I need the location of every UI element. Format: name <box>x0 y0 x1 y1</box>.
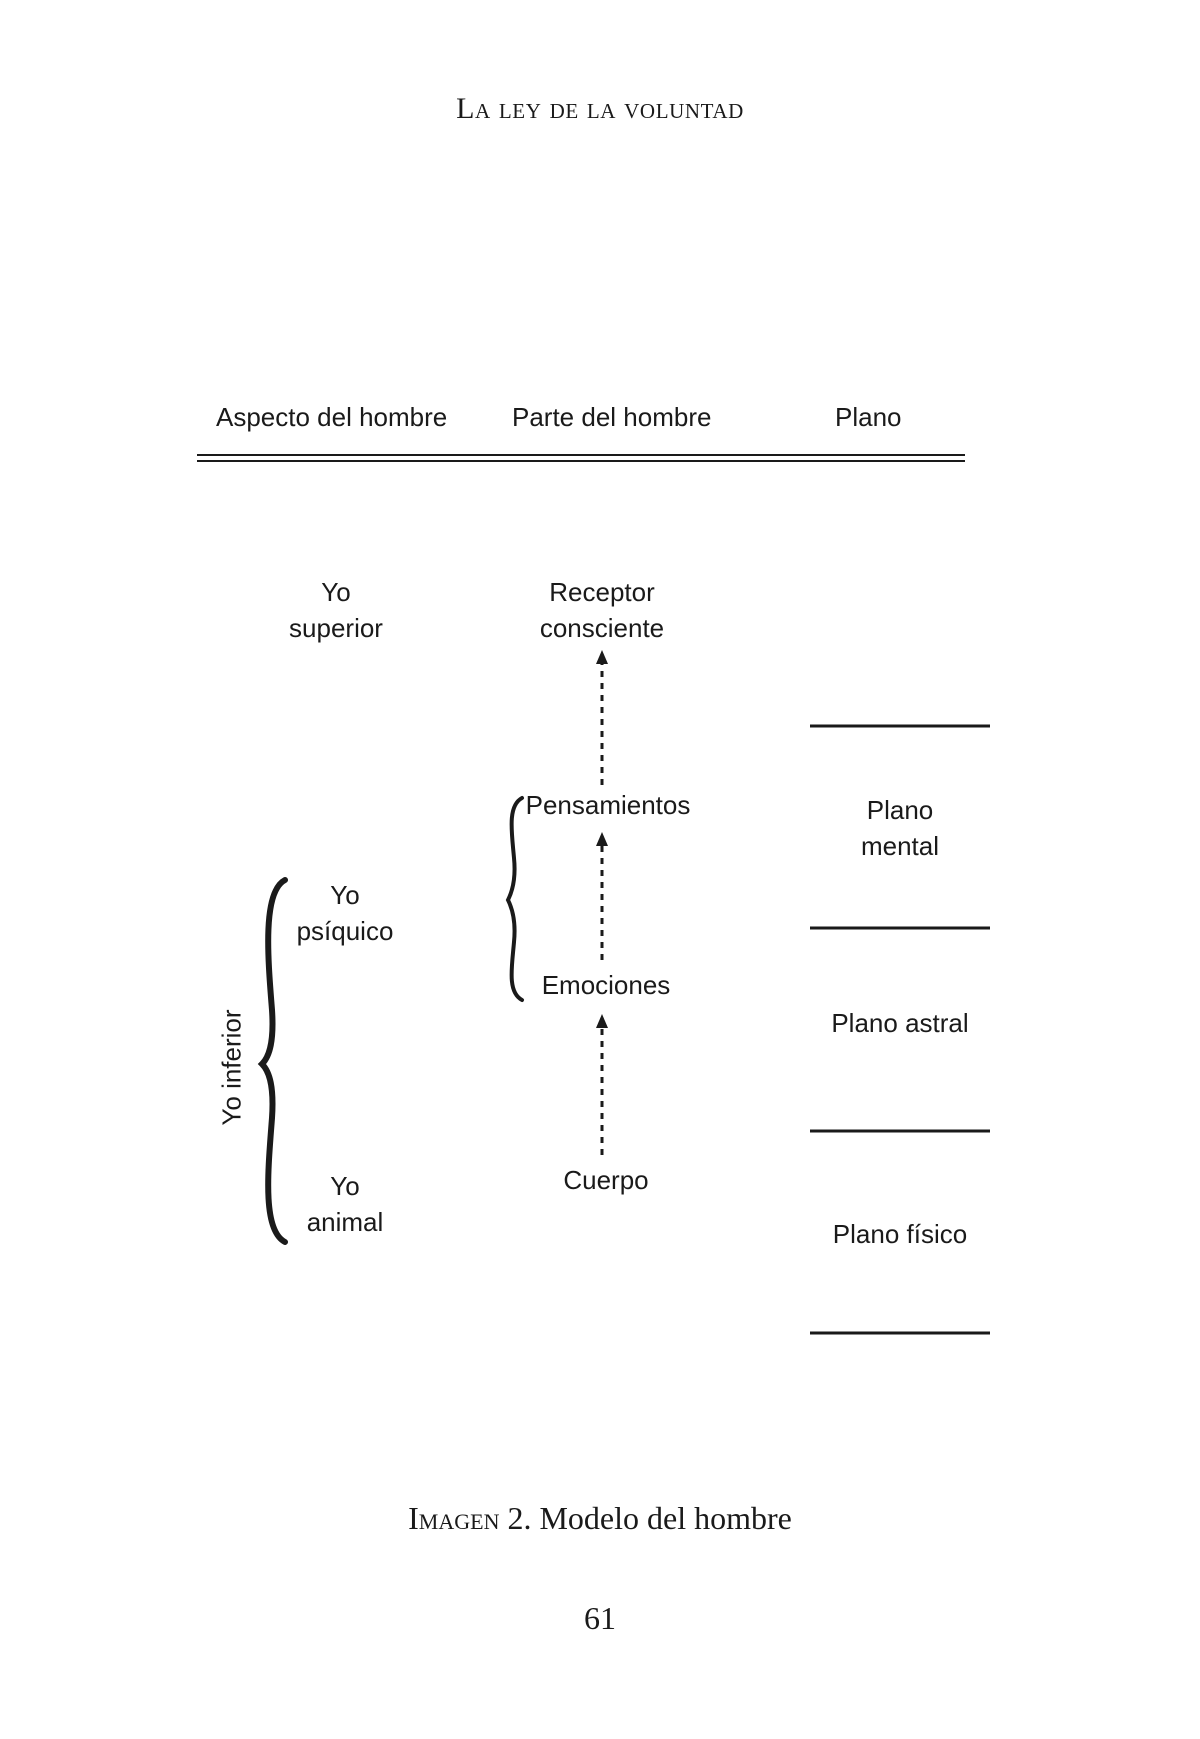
plane-astral: Plano astral <box>831 1008 969 1038</box>
arrow-body-to-emotions <box>596 1014 608 1155</box>
psychic-self-line-1: Yo <box>330 880 360 910</box>
header-part: Parte del hombre <box>512 402 712 432</box>
header-aspect: Aspecto del hombre <box>216 402 448 432</box>
figure-caption: Imagen 2. Modelo del hombre <box>0 1500 1200 1537</box>
brace-lower-self <box>257 877 288 1245</box>
animal-self-line-2: animal <box>306 1207 384 1237</box>
receiver-line-2: consciente <box>539 613 665 643</box>
arrow-emotions-to-thoughts <box>596 832 608 960</box>
plane-mental-line-2: mental <box>860 831 940 861</box>
aspect-psychic-self: Yo psíquico <box>235 877 455 949</box>
higher-self-line-2: superior <box>289 613 383 643</box>
caption-text: Modelo del hombre <box>539 1500 792 1536</box>
animal-self-line-1: Yo <box>330 1171 360 1201</box>
psychic-self-line-2: psíquico <box>296 916 394 946</box>
running-head: La ley de la voluntad <box>456 92 744 125</box>
arrow-thoughts-to-receiver <box>596 650 608 785</box>
caption-label: Imagen 2. <box>408 1500 532 1536</box>
plane-mental-line-1: Plano <box>866 795 934 825</box>
receiver-line-1: Receptor <box>549 577 655 607</box>
brace-thoughts-emotions <box>505 796 524 1002</box>
part-emotions: Emociones <box>541 970 671 1000</box>
aspect-animal-self: Yo animal <box>235 1168 455 1240</box>
higher-self-line-1: Yo <box>321 577 351 607</box>
part-receiver: Receptor consciente <box>492 574 712 646</box>
plane-physical: Plano físico <box>832 1219 968 1249</box>
part-thoughts: Pensamientos <box>525 790 691 820</box>
lower-self-label: Yo inferior <box>216 1009 247 1126</box>
plane-mental: Plano mental <box>790 792 1010 864</box>
aspect-higher-self: Yo superior <box>226 574 446 646</box>
page-number: 61 <box>584 1600 616 1636</box>
header-plane: Plano <box>835 402 902 432</box>
part-body: Cuerpo <box>563 1165 649 1195</box>
